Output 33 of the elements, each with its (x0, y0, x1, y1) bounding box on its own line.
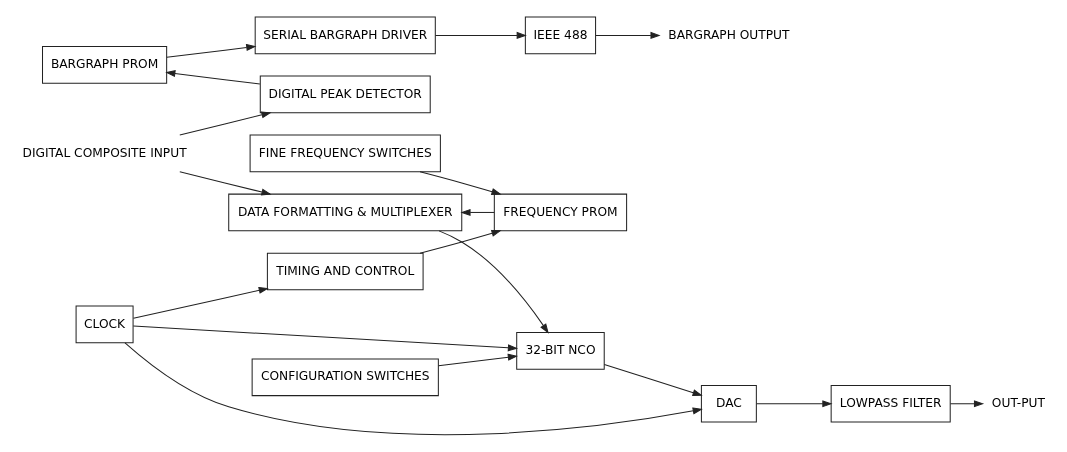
node-box: LOWPASS FILTER (830, 384, 951, 423)
arrow (603, 363, 703, 397)
node-box: TIMING AND CONTROL (266, 252, 424, 291)
node-text: OUT-PUT (991, 395, 1045, 410)
arrow (124, 342, 703, 436)
node-box: DIGITAL PEAK DETECTOR (259, 75, 431, 114)
node-box: DAC (700, 384, 757, 423)
node-box: CONFIGURATION SWITCHES (251, 358, 439, 397)
arrow (165, 70, 261, 85)
arrow (132, 325, 519, 352)
arrow (179, 171, 272, 196)
arrow (419, 171, 502, 196)
arrow (595, 31, 661, 39)
arrow (132, 286, 269, 319)
arrow (419, 229, 502, 254)
node-box: IEEE 488 (524, 16, 597, 55)
arrow (434, 31, 527, 39)
node-box: SERIAL BARGRAPH DRIVER (254, 16, 436, 55)
node-box: FINE FREQUENCY SWITCHES (249, 134, 441, 173)
arrow (438, 353, 518, 367)
arrow (460, 208, 495, 216)
node-box: BARGRAPH PROM (42, 46, 168, 84)
node-box: DATA FORMATTING & MULTIPLEXER (228, 193, 463, 232)
arrow (756, 400, 833, 408)
node-box: 32-BIT NCO (516, 332, 605, 370)
arrow (166, 43, 257, 58)
arrow (179, 111, 272, 136)
node-text: DIGITAL COMPOSITE INPUT (22, 145, 187, 160)
node-box: CLOCK (75, 305, 134, 344)
arrow (949, 400, 985, 408)
node-box: FREQUENCY PROM (493, 193, 628, 232)
arrow (438, 230, 549, 334)
node-text: BARGRAPH OUTPUT (668, 27, 790, 42)
